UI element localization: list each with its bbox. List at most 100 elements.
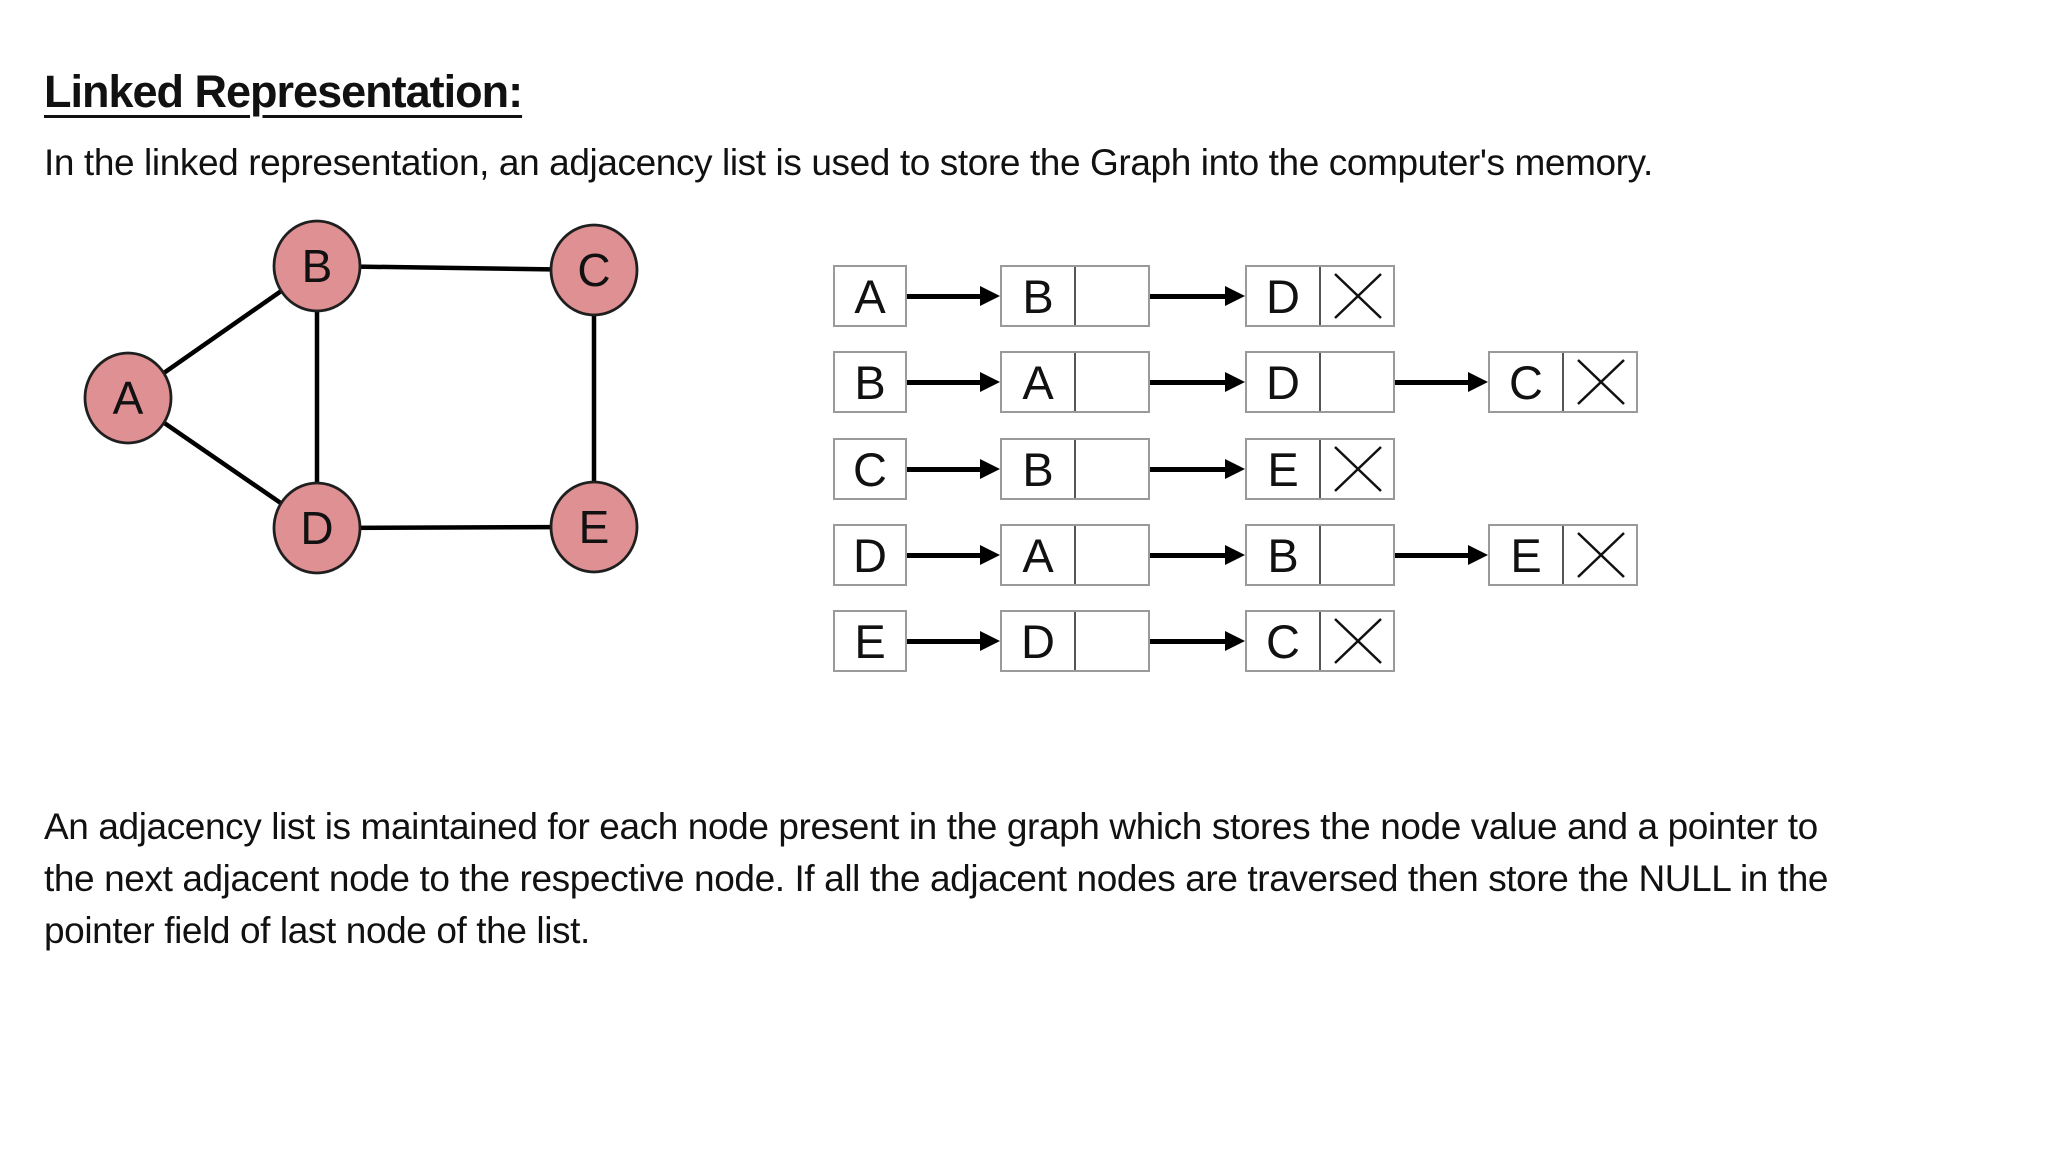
pointer-cell xyxy=(1562,353,1636,411)
graph-node-label: B xyxy=(302,240,333,292)
node-value-label: A xyxy=(1022,355,1054,409)
list-node-box: B xyxy=(1000,438,1150,500)
node-value-label: E xyxy=(1267,442,1299,496)
pointer-cell xyxy=(1074,353,1148,411)
pointer-cell xyxy=(1562,526,1636,584)
pointer-cell xyxy=(1074,612,1148,670)
value-cell: B xyxy=(1002,440,1074,498)
intro-text: In the linked representation, an adjacen… xyxy=(44,142,1653,183)
value-cell: C xyxy=(1490,353,1562,411)
node-value-label: C xyxy=(1509,355,1543,409)
head-label: A xyxy=(854,269,886,323)
pointer-arrow-icon xyxy=(1150,552,1225,558)
null-x-icon xyxy=(1333,446,1382,492)
pointer-arrow-icon xyxy=(1395,379,1468,385)
list-node-box: D xyxy=(1245,351,1395,413)
description-line: the next adjacent node to the respective… xyxy=(44,858,1829,899)
list-node-box: A xyxy=(1000,524,1150,586)
pointer-cell xyxy=(1074,440,1148,498)
list-node-box: E xyxy=(1245,438,1395,500)
list-node-box: B xyxy=(1245,524,1395,586)
description-paragraph: An adjacency list is maintained for each… xyxy=(44,801,1828,957)
graph-node-label: E xyxy=(579,501,610,553)
null-x-icon xyxy=(1333,618,1382,664)
list-node-box: D xyxy=(1245,265,1395,327)
value-cell: D xyxy=(1002,612,1074,670)
node-value-label: D xyxy=(1021,614,1055,668)
pointer-arrow-icon xyxy=(907,638,980,644)
list-head-box: D xyxy=(833,524,907,586)
list-node-box: E xyxy=(1488,524,1638,586)
node-value-label: C xyxy=(1266,614,1300,668)
pointer-arrow-icon xyxy=(907,293,980,299)
pointer-cell xyxy=(1319,353,1393,411)
node-value-label: E xyxy=(1510,528,1542,582)
graph-node-label: D xyxy=(300,502,333,554)
graph-node-a xyxy=(83,351,173,445)
description-line: An adjacency list is maintained for each… xyxy=(44,806,1818,847)
pointer-cell xyxy=(1319,612,1393,670)
value-cell: A xyxy=(1002,353,1074,411)
list-node-box: C xyxy=(1245,610,1395,672)
value-cell: B xyxy=(1247,526,1319,584)
null-x-icon xyxy=(1333,273,1382,319)
value-cell: E xyxy=(1247,440,1319,498)
pointer-cell xyxy=(1074,526,1148,584)
head-label: E xyxy=(854,614,886,668)
node-value-label: D xyxy=(1266,355,1300,409)
list-node-box: A xyxy=(1000,351,1150,413)
pointer-cell xyxy=(1319,526,1393,584)
pointer-arrow-icon xyxy=(907,466,980,472)
value-cell: A xyxy=(1002,526,1074,584)
list-node-box: C xyxy=(1488,351,1638,413)
list-head-box: C xyxy=(833,438,907,500)
graph-node-b xyxy=(272,219,362,313)
value-cell: D xyxy=(1247,267,1319,325)
graph-edge-d-e xyxy=(316,524,595,531)
graph-edge-b-c xyxy=(316,263,595,273)
node-value-label: D xyxy=(1266,269,1300,323)
pointer-cell xyxy=(1319,267,1393,325)
value-cell: C xyxy=(1247,612,1319,670)
graph-node-d xyxy=(272,481,362,575)
node-value-label: A xyxy=(1022,528,1054,582)
pointer-arrow-icon xyxy=(1150,293,1225,299)
value-cell: D xyxy=(1247,353,1319,411)
head-label: C xyxy=(853,442,887,496)
graph-diagram: A B C D E xyxy=(83,219,639,575)
list-node-box: D xyxy=(1000,610,1150,672)
page-title: Linked Representation: xyxy=(44,66,523,118)
pointer-arrow-icon xyxy=(1150,379,1225,385)
null-x-icon xyxy=(1576,359,1625,405)
graph-node-label: A xyxy=(113,372,144,424)
node-value-label: B xyxy=(1022,269,1054,323)
pointer-arrow-icon xyxy=(1395,552,1468,558)
value-cell: E xyxy=(1490,526,1562,584)
value-cell: B xyxy=(1002,267,1074,325)
list-head-box: B xyxy=(833,351,907,413)
pointer-arrow-icon xyxy=(907,379,980,385)
null-x-icon xyxy=(1576,532,1625,578)
list-node-box: B xyxy=(1000,265,1150,327)
pointer-arrow-icon xyxy=(1150,466,1225,472)
pointer-arrow-icon xyxy=(1150,638,1225,644)
list-head-box: E xyxy=(833,610,907,672)
node-value-label: B xyxy=(1022,442,1054,496)
pointer-cell xyxy=(1319,440,1393,498)
head-label: D xyxy=(853,528,887,582)
head-label: B xyxy=(854,355,886,409)
node-value-label: B xyxy=(1267,528,1299,582)
graph-node-e xyxy=(549,480,639,574)
description-line: pointer field of last node of the list. xyxy=(44,910,590,951)
graph-node-label: C xyxy=(577,244,610,296)
pointer-cell xyxy=(1074,267,1148,325)
list-head-box: A xyxy=(833,265,907,327)
pointer-arrow-icon xyxy=(907,552,980,558)
